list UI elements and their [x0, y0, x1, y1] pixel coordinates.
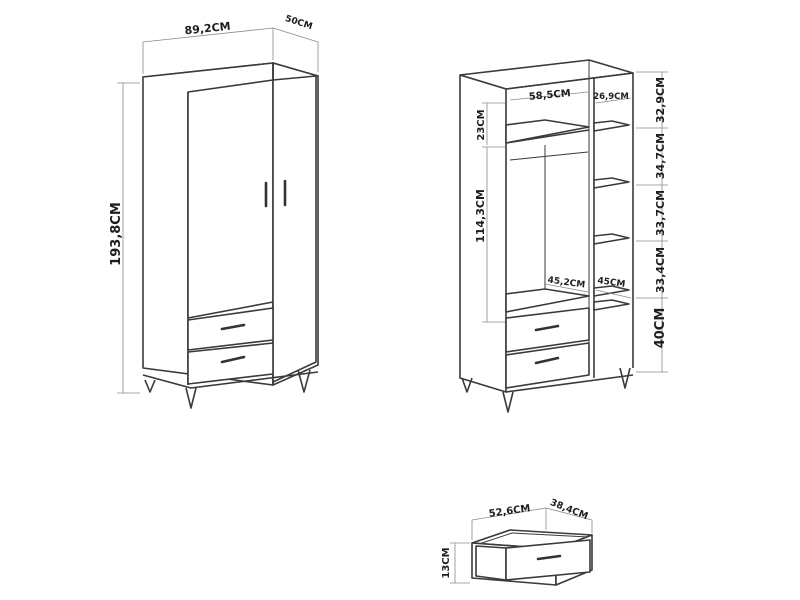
- drawer-detail: 52,6CM 38,4CM 13CM: [441, 497, 593, 586]
- closed-wardrobe: 89,2CM 50CM 193,8CM: [109, 14, 319, 409]
- open-wardrobe: 58,5CM 26,9CM 23CM 114,3CM 45,2CM 45CM 3…: [459, 59, 668, 413]
- front-leg: [185, 387, 197, 409]
- shelf-depth-label: 26,9CM: [593, 92, 629, 102]
- side-height-label-2: 34,7CM: [654, 133, 667, 179]
- open-upper-drawer: [505, 307, 590, 353]
- left-door: [187, 79, 274, 319]
- side-height-label-3: 33,7CM: [654, 190, 667, 236]
- left-leg: [144, 379, 156, 393]
- top-space-label: 23CM: [476, 109, 487, 140]
- lower-drawer-front: [187, 342, 274, 385]
- open-lower-drawer: [505, 342, 590, 389]
- shelf-compartment-depth-label: 45CM: [597, 276, 626, 290]
- side-height-label-1: 32,9CM: [654, 77, 667, 123]
- closed-height-label: 193,8CM: [109, 202, 124, 266]
- side-height-label-4: 33,4CM: [654, 247, 667, 293]
- drawer-width-label: 52,6CM: [488, 503, 531, 520]
- upper-drawer-front: [187, 307, 274, 351]
- hanging-height-label: 114,3CM: [474, 189, 487, 243]
- side-height-label-5: 40CM: [653, 308, 668, 349]
- hanging-top-shelf: [505, 119, 590, 144]
- width-dimension-line: [142, 27, 274, 43]
- closed-width-label: 89,2CM: [184, 20, 231, 38]
- side-shelves: [593, 120, 630, 311]
- closed-depth-label: 50CM: [284, 14, 314, 32]
- drawer-depth-label: 38,4CM: [548, 497, 589, 522]
- depth-dimension-line: [272, 27, 319, 43]
- inner-width-label: 58,5CM: [528, 88, 571, 103]
- right-door: [272, 75, 317, 383]
- right-leg: [297, 369, 311, 393]
- drawer-height-label: 13CM: [441, 547, 452, 578]
